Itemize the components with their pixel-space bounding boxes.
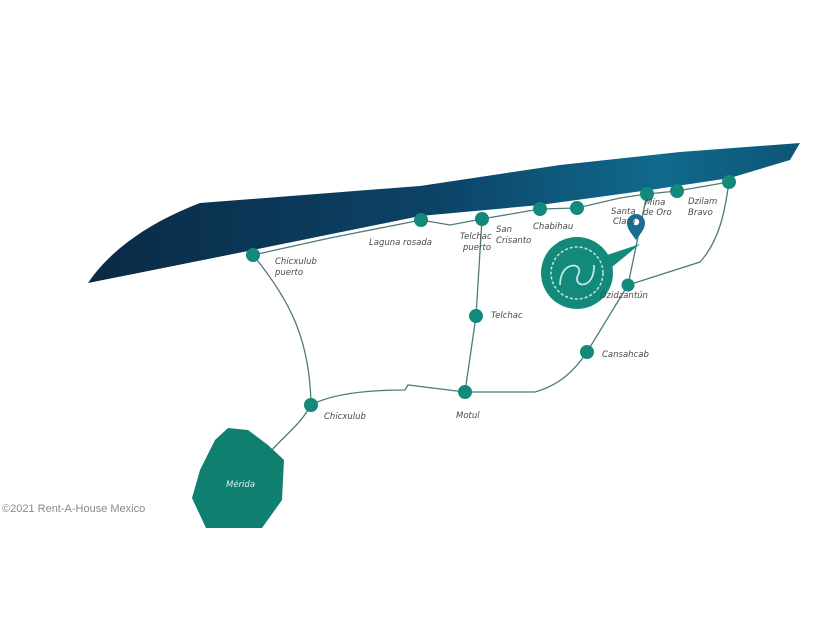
town-san-crisanto[interactable] [533, 202, 547, 216]
town-markers [246, 175, 736, 412]
label-santa-clara: Santa [611, 207, 636, 217]
label-mina-de-oro-2: de Oro [643, 208, 672, 218]
label-dzilam-bravo: Dzilam [688, 197, 717, 207]
label-cansahcab: Cansahcab [602, 350, 649, 360]
label-san-crisanto-2: Crisanto [496, 236, 531, 246]
label-telchac-puerto-2: puerto [462, 243, 491, 253]
town-telchac-puerto[interactable] [475, 212, 489, 226]
town-chicxulub-puerto[interactable] [246, 248, 260, 262]
location-pin-icon[interactable] [627, 214, 645, 240]
town-mina-de-oro[interactable] [670, 184, 684, 198]
development-logo [541, 237, 640, 309]
label-dzidzantun: Dzidzantún [600, 291, 648, 301]
town-dzilam-bravo[interactable] [722, 175, 736, 189]
label-chicxulub-puerto: Chicxulub [275, 257, 317, 267]
label-telchac-puerto: Telchac [460, 232, 492, 242]
label-santa-clara-2: Clara [613, 217, 635, 227]
label-mina-de-oro: Mina [645, 198, 665, 208]
town-laguna-rosada[interactable] [414, 213, 428, 227]
watermark: ©2021 Rent-A-House Mexico [2, 503, 146, 515]
town-cansahcab[interactable] [580, 345, 594, 359]
merida-area [192, 428, 284, 528]
town-dzidzantun[interactable] [621, 278, 635, 292]
town-motul[interactable] [458, 385, 472, 399]
label-chicxulub: Chicxulub [324, 412, 366, 422]
town-chicxulub[interactable] [304, 398, 318, 412]
label-san-crisanto: San [496, 225, 512, 235]
label-laguna-rosada: Laguna rosada [369, 238, 432, 248]
sea [88, 143, 800, 283]
label-telchac: Telchac [491, 311, 523, 321]
label-chabihau: Chabihau [533, 222, 573, 232]
label-chicxulub-puerto-2: puerto [274, 268, 303, 278]
town-telchac[interactable] [469, 309, 483, 323]
label-motul: Motul [456, 411, 480, 421]
label-merida: Mérida [226, 479, 255, 490]
town-chabihau[interactable] [570, 201, 584, 215]
town-santa-clara[interactable] [640, 187, 654, 201]
label-dzilam-bravo-2: Bravo [688, 208, 713, 218]
